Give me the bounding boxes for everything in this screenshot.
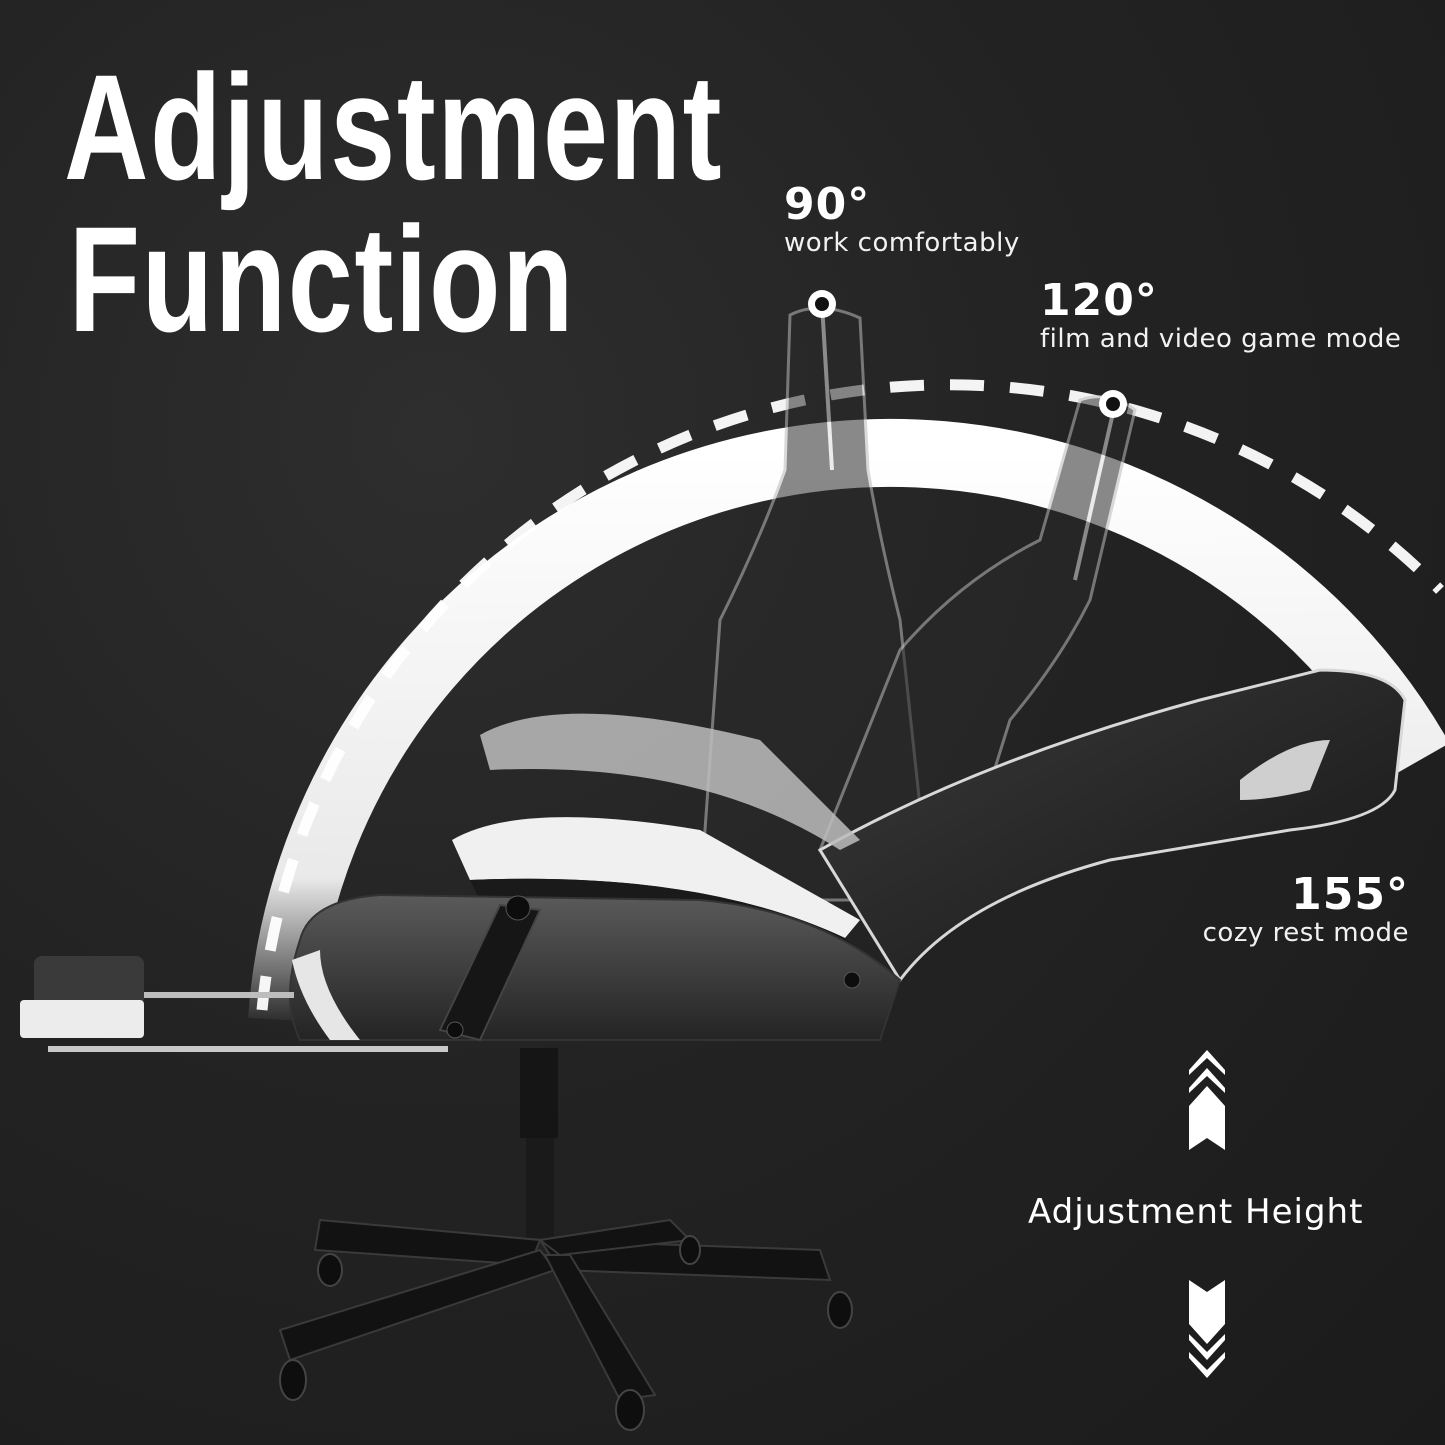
- angle-callout-155: 155° cozy rest mode: [1202, 869, 1409, 949]
- angle-callout-90: 90° work comfortably: [784, 179, 1020, 259]
- height-adjustment-label: Adjustment Height: [1028, 1192, 1364, 1232]
- backrest-155: [817, 668, 1407, 983]
- angle-description: film and video game mode: [1040, 324, 1402, 354]
- angle-marker-120: [1099, 390, 1127, 418]
- triple-chevron-up-icon: [1189, 1050, 1225, 1150]
- angle-degree: 155°: [1291, 869, 1409, 920]
- angle-degree: 90°: [784, 179, 871, 230]
- angle-degree: 120°: [1040, 275, 1158, 326]
- angle-description: cozy rest mode: [1202, 918, 1409, 948]
- seat-cushion: [289, 893, 902, 1041]
- angle-description: work comfortably: [784, 228, 1020, 258]
- footrest: [20, 956, 448, 1052]
- page-title: Adjustment Function: [64, 52, 723, 354]
- armrest-rear: [480, 713, 860, 850]
- headrest-pillow: [1240, 740, 1330, 800]
- title-line-2: Function: [68, 195, 576, 363]
- star-base: [278, 1218, 832, 1402]
- recline-range-solid-arc: [248, 418, 1445, 1023]
- recline-mechanism: [438, 895, 861, 1042]
- triple-chevron-down-icon: [1189, 1280, 1225, 1378]
- caster-wheels: [279, 1235, 853, 1431]
- gas-lift-cylinder: [520, 1048, 558, 1238]
- title-line-1: Adjustment: [64, 43, 724, 211]
- angle-marker-90: [808, 290, 836, 318]
- angle-callout-120: 120° film and video game mode: [1040, 275, 1402, 355]
